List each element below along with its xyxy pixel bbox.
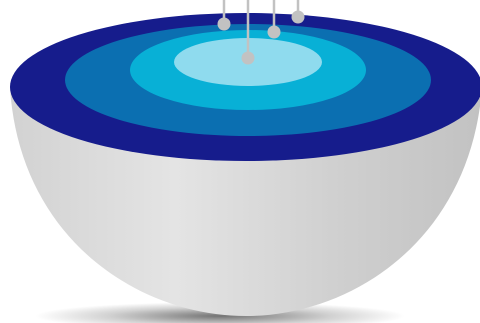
leader-dot-4 — [292, 11, 305, 24]
leader-dot-2 — [242, 52, 255, 65]
leader-dot-3 — [268, 26, 281, 39]
leader-dot-1 — [218, 18, 231, 31]
